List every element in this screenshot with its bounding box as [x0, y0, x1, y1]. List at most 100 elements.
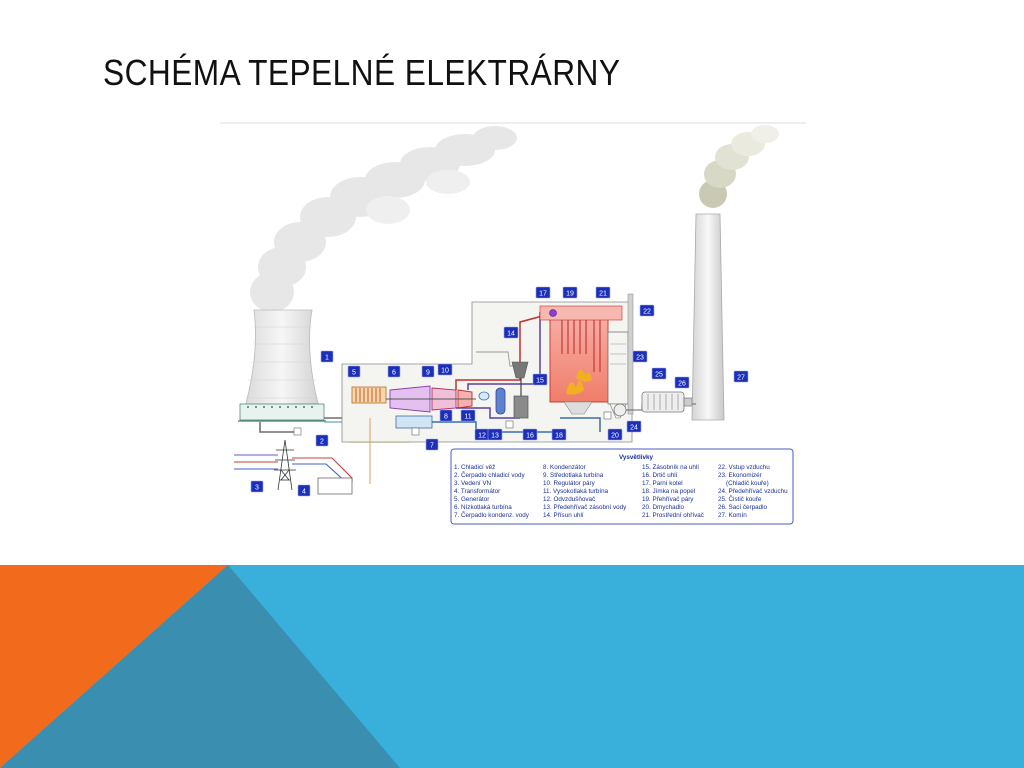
svg-text:7. Čerpadlo kondenz. vody: 7. Čerpadlo kondenz. vody [454, 510, 530, 519]
badge-23: 23 [632, 350, 648, 363]
badge-2: 2 [315, 434, 329, 447]
svg-text:27. Komín: 27. Komín [718, 512, 747, 519]
svg-text:4. Transformátor: 4. Transformátor [454, 488, 500, 495]
chimney-smoke [699, 125, 779, 208]
coal-hopper [511, 361, 529, 379]
svg-text:18. Jímka na popel: 18. Jímka na popel [642, 488, 695, 495]
badge-4: 4 [297, 484, 311, 497]
badge-3: 3 [250, 480, 264, 493]
svg-text:6. Nízkotlaká turbína: 6. Nízkotlaká turbína [454, 504, 512, 511]
svg-text:8. Kondenzátor: 8. Kondenzátor [543, 464, 586, 471]
badge-22: 22 [639, 304, 655, 317]
footer-teal-triangle [0, 565, 400, 768]
svg-text:25. Čistič kouře: 25. Čistič kouře [718, 494, 762, 503]
svg-text:3: 3 [255, 485, 259, 492]
svg-text:1. Chladicí věž: 1. Chladicí věž [454, 464, 495, 471]
badge-16: 16 [522, 428, 538, 441]
badge-9: 9 [421, 365, 435, 378]
svg-text:12. Odvzdušňovač: 12. Odvzdušňovač [543, 496, 595, 503]
steam-drum [549, 309, 557, 317]
svg-text:(Chladič kouře): (Chladič kouře) [726, 480, 769, 487]
svg-text:7: 7 [430, 443, 434, 450]
cooling-tower-basin [239, 403, 325, 421]
svg-text:26. Sací čerpadlo: 26. Sací čerpadlo [718, 504, 768, 511]
svg-text:24. Předehřívač vzduchu: 24. Předehřívač vzduchu [718, 488, 788, 495]
svg-text:10: 10 [441, 368, 449, 375]
badge-20: 20 [607, 428, 623, 441]
legend-col-1: 1. Chladicí věž 2. Čerpadlo chladicí vod… [454, 464, 530, 519]
badge-6: 6 [387, 365, 401, 378]
svg-text:9: 9 [426, 370, 430, 377]
svg-text:26: 26 [678, 381, 686, 388]
coal-pulverizer [513, 395, 529, 419]
badge-25: 25 [651, 367, 667, 380]
badge-26: 26 [674, 376, 690, 389]
svg-text:15: 15 [536, 378, 544, 385]
svg-text:17. Parní kotel: 17. Parní kotel [642, 480, 683, 487]
legend-title: Vysvětlivky [619, 454, 654, 461]
cooling-tower [241, 309, 323, 419]
svg-text:2. Čerpadlo chladicí vody: 2. Čerpadlo chladicí vody [454, 470, 526, 479]
diagram-badges: 1 2 3 4 5 6 7 8 9 10 11 12 13 14 15 16 1… [250, 286, 749, 497]
badge-21: 21 [595, 286, 611, 299]
svg-text:13: 13 [491, 433, 499, 440]
svg-text:16. Drtič uhlí: 16. Drtič uhlí [642, 472, 678, 479]
steam-pipes [432, 312, 560, 433]
svg-text:23. Ekonomizér: 23. Ekonomizér [718, 472, 762, 479]
generator [351, 386, 387, 404]
svg-text:5: 5 [352, 370, 356, 377]
svg-text:10. Regulátor páry: 10. Regulátor páry [543, 480, 596, 487]
svg-text:20. Dmychadlo: 20. Dmychadlo [642, 504, 684, 511]
svg-text:19. Přehřívač páry: 19. Přehřívač páry [642, 496, 694, 503]
svg-text:11: 11 [464, 414, 471, 421]
badge-5: 5 [347, 365, 361, 378]
boiler-top-drum [539, 305, 623, 321]
cooling-tower-lines [245, 326, 319, 399]
cooling-tower-spray [247, 406, 313, 408]
badge-13: 13 [487, 428, 503, 441]
footer-decoration [0, 565, 1024, 768]
svg-text:24: 24 [630, 425, 638, 432]
legend-col-2: 8. Kondenzátor 9. Středotlaká turbína 10… [543, 464, 627, 519]
economizer [607, 331, 629, 405]
svg-text:6: 6 [392, 370, 396, 377]
svg-text:25: 25 [655, 372, 663, 379]
badge-24: 24 [626, 420, 642, 433]
svg-text:23: 23 [636, 355, 644, 362]
svg-text:13. Předehřívač zásobní vody: 13. Předehřívač zásobní vody [543, 504, 627, 511]
svg-text:16: 16 [526, 433, 534, 440]
badge-1: 1 [320, 350, 334, 363]
badge-27: 27 [733, 370, 749, 383]
svg-text:22. Vstup vzduchu: 22. Vstup vzduchu [718, 464, 770, 471]
condenser [395, 415, 433, 429]
svg-text:17: 17 [539, 291, 547, 298]
svg-text:11. Vysokotlaká turbína: 11. Vysokotlaká turbína [543, 488, 609, 495]
chimney [691, 213, 725, 421]
svg-text:5. Generátor: 5. Generátor [454, 496, 489, 503]
svg-text:8: 8 [444, 414, 448, 421]
badge-12: 12 [474, 428, 490, 441]
svg-text:14: 14 [507, 331, 515, 338]
svg-text:14. Přísun uhlí: 14. Přísun uhlí [543, 512, 584, 519]
svg-text:21: 21 [599, 291, 607, 298]
badge-14: 14 [503, 326, 519, 339]
svg-text:20: 20 [611, 433, 619, 440]
legend-box: Vysvětlivky 1. Chladicí věž 2. Čerpadlo … [450, 448, 794, 525]
induced-draft-fan [683, 397, 693, 407]
svg-text:12: 12 [478, 433, 486, 440]
badge-18: 18 [551, 428, 567, 441]
generator-coils [355, 388, 381, 402]
ash-hopper [563, 401, 593, 415]
svg-text:22: 22 [643, 309, 651, 316]
legend-col-4: 22. Vstup vzduchu 23. Ekonomizér (Chladi… [718, 464, 788, 519]
cooling-tower-steam [250, 126, 517, 312]
legend-col-3: 15. Zásobník na uhlí 16. Drtič uhlí 17. … [642, 464, 704, 519]
blower [613, 403, 627, 417]
svg-text:27: 27 [737, 375, 745, 382]
svg-text:15. Zásobník na uhlí: 15. Zásobník na uhlí [642, 464, 699, 471]
svg-text:21. Prostřední ohřívač: 21. Prostřední ohřívač [642, 512, 704, 519]
svg-text:4: 4 [302, 489, 306, 496]
svg-text:19: 19 [566, 291, 574, 298]
feedwater-heater [495, 387, 506, 415]
svg-text:1: 1 [325, 355, 329, 362]
